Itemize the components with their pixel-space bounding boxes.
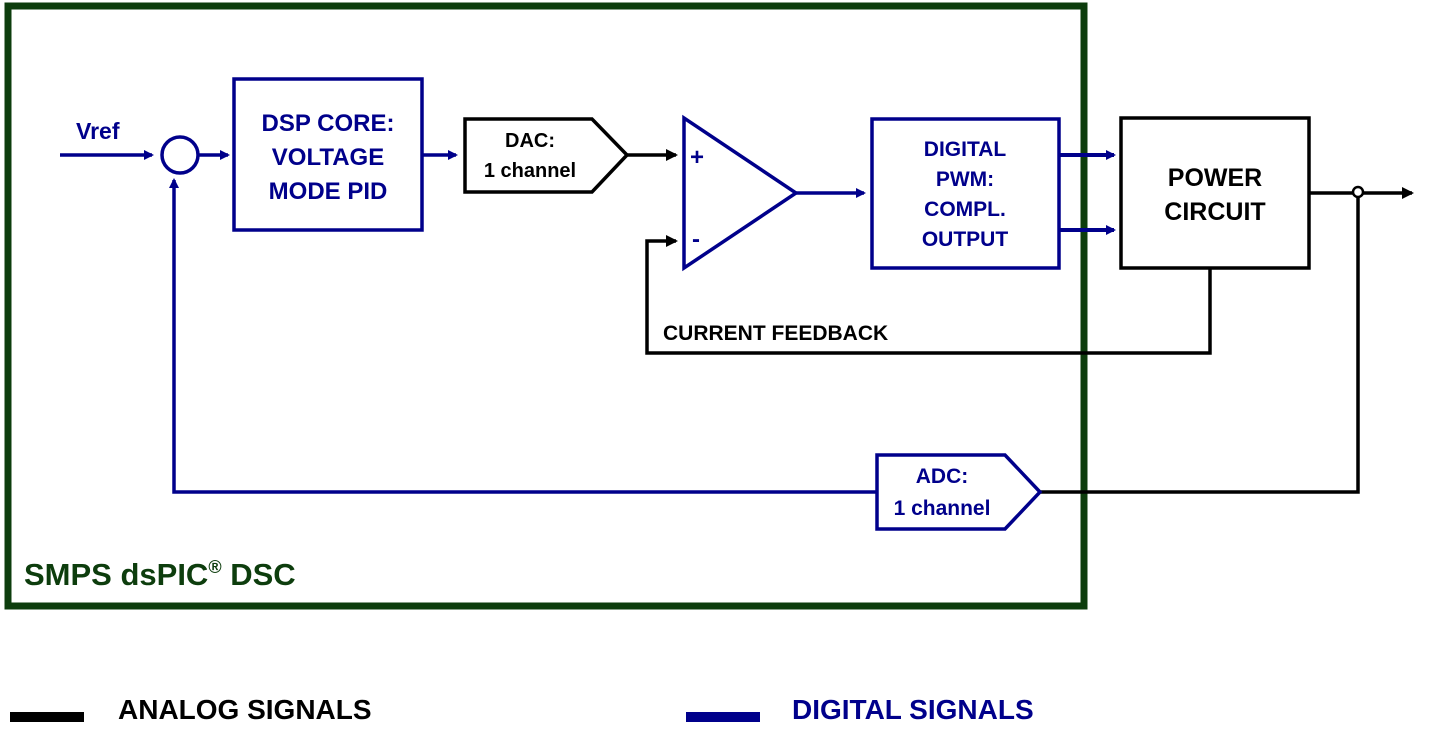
voltage-feedback-analog-path bbox=[1040, 197, 1360, 494]
comparator-minus: - bbox=[692, 226, 700, 253]
current-feedback-path bbox=[645, 235, 1212, 355]
pwm-line-2: PWM: bbox=[936, 168, 994, 191]
legend: ANALOG SIGNALS DIGITAL SIGNALS bbox=[10, 694, 1034, 725]
pwm-line-3: COMPL. bbox=[924, 198, 1006, 221]
adc-line-1: ADC: bbox=[916, 465, 969, 488]
comparator-plus: + bbox=[690, 144, 704, 171]
dac-line-1: DAC: bbox=[505, 130, 555, 152]
chip-boundary bbox=[4, 2, 1088, 610]
pwm-line-1: DIGITAL bbox=[924, 138, 1007, 161]
comparator: + - bbox=[682, 114, 800, 272]
dsp-core-block: DSP CORE: VOLTAGE MODE PID bbox=[232, 77, 424, 232]
pwm-line-4: OUTPUT bbox=[922, 228, 1009, 251]
power-circuit-block: POWER CIRCUIT bbox=[1119, 116, 1311, 270]
current-feedback-label: CURRENT FEEDBACK bbox=[663, 322, 888, 345]
dsp-core-line-1: DSP CORE: bbox=[262, 110, 395, 137]
dsp-core-line-2: VOLTAGE bbox=[272, 144, 384, 171]
dac-block: DAC: 1 channel bbox=[463, 117, 630, 194]
power-line-1: POWER bbox=[1168, 164, 1262, 192]
adc-block: ADC: 1 channel bbox=[875, 453, 1043, 531]
legend-analog-swatch bbox=[10, 712, 84, 722]
voltage-feedback-digital-path bbox=[169, 178, 877, 494]
vref-label: Vref bbox=[76, 118, 120, 144]
legend-analog-label: ANALOG SIGNALS bbox=[118, 694, 372, 725]
adc-line-2: 1 channel bbox=[894, 497, 991, 520]
legend-digital-swatch bbox=[686, 712, 760, 722]
dac-line-2: 1 channel bbox=[484, 160, 576, 182]
chip-label: SMPS dsPIC® DSC bbox=[24, 557, 296, 592]
power-line-2: CIRCUIT bbox=[1164, 198, 1265, 226]
summing-junction bbox=[160, 135, 200, 175]
pwm-block: DIGITAL PWM: COMPL. OUTPUT bbox=[870, 117, 1061, 270]
output-node bbox=[1351, 185, 1365, 199]
dsp-core-line-3: MODE PID bbox=[269, 178, 388, 205]
legend-digital-label: DIGITAL SIGNALS bbox=[792, 694, 1034, 725]
